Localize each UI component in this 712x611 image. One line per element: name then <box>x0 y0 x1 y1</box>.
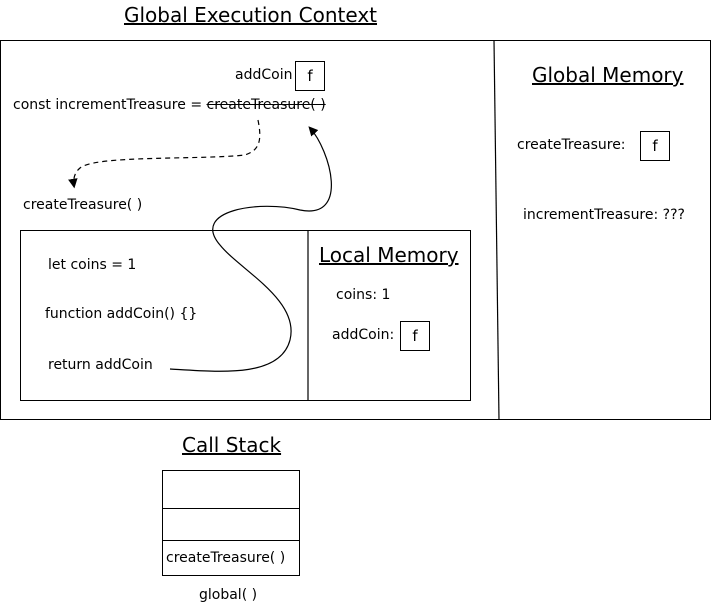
call-stack-frame-1 <box>163 471 299 509</box>
local-code-line-2: function addCoin() {} <box>45 306 198 322</box>
declaration-call-struck: createTreasure( ) <box>206 97 326 113</box>
call-stack-box: createTreasure( ) <box>162 470 300 576</box>
call-arrow <box>68 119 261 189</box>
global-create-value: f <box>640 131 670 161</box>
call-stack-frame-3: createTreasure( ) <box>166 550 286 566</box>
create-treasure-call-label: createTreasure( ) <box>23 197 143 213</box>
global-memory-title: Global Memory <box>532 63 684 87</box>
local-execution-box <box>20 230 471 401</box>
declaration-line: const incrementTreasure = createTreasure… <box>13 97 326 113</box>
gec-title: Global Execution Context <box>124 3 378 27</box>
local-code-line-1: let coins = 1 <box>48 257 137 273</box>
local-code-line-3: return addCoin <box>48 357 153 373</box>
gec-addcoin-label: addCoin <box>235 67 293 83</box>
local-coins-entry: coins: 1 <box>336 287 391 303</box>
local-memory-title: Local Memory <box>319 243 459 267</box>
local-addcoin-value: f <box>400 321 430 351</box>
gec-addcoin-value: f <box>295 61 325 91</box>
local-addcoin-label: addCoin: <box>332 327 395 343</box>
global-create-label: createTreasure: <box>517 137 626 153</box>
gec-panel <box>0 40 711 420</box>
global-increment-entry: incrementTreasure: ??? <box>523 207 685 223</box>
call-stack-title: Call Stack <box>182 433 282 457</box>
gec-divider <box>493 39 500 421</box>
call-stack-base-label: global( ) <box>199 587 258 603</box>
return-arrow <box>169 126 332 372</box>
call-stack-frame-2 <box>163 509 299 541</box>
declaration-prefix: const incrementTreasure = <box>13 97 207 113</box>
